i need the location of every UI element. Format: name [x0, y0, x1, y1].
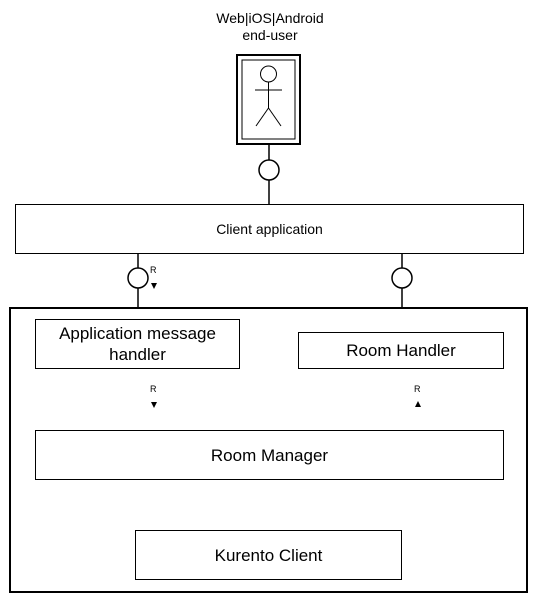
actor-caption-line1: Web|iOS|Android [216, 10, 324, 26]
reply-marker-label: R [150, 384, 157, 394]
room-manager-box: Room Manager [35, 430, 504, 480]
app-message-handler-line1: Application message [59, 324, 216, 343]
up-triangle-icon [415, 401, 421, 407]
kurento-client-label: Kurento Client [214, 545, 323, 565]
down-triangle-icon [151, 402, 157, 408]
room-handler-label: Room Handler [346, 341, 456, 360]
interface-circle-left [127, 267, 149, 289]
interface-circle-right [391, 267, 413, 289]
stick-figure-icon [241, 59, 296, 140]
kurento-client-box: Kurento Client [135, 530, 402, 580]
client-application-box: Client application [15, 204, 524, 254]
app-message-handler-box: Application message handler [35, 319, 240, 369]
actor-caption: Web|iOS|Android end-user [180, 10, 360, 44]
app-message-handler-line2: handler [109, 345, 166, 364]
down-triangle-icon [151, 283, 157, 289]
client-application-label: Client application [216, 221, 323, 237]
interface-circle-actor [258, 159, 280, 181]
reply-marker-label: R [414, 384, 421, 394]
actor-caption-line2: end-user [242, 27, 298, 43]
room-manager-label: Room Manager [210, 445, 329, 465]
room-handler-box: Room Handler [298, 332, 504, 369]
reply-marker-label: R [150, 265, 157, 275]
actor-box [236, 54, 301, 145]
